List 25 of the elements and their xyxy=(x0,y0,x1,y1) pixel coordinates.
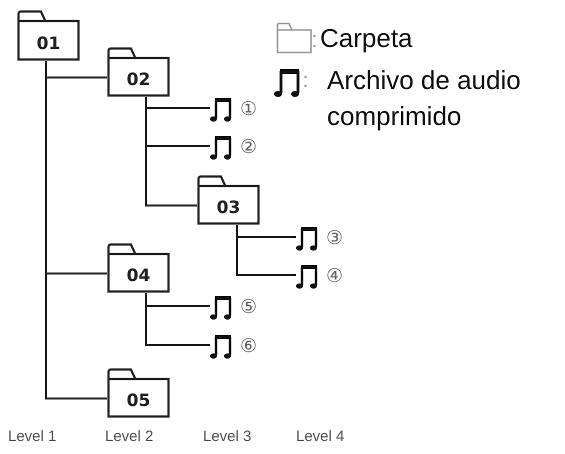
level-label: Level 2 xyxy=(105,428,154,445)
file-number: ④ xyxy=(326,265,343,289)
legend-text: Carpeta xyxy=(320,22,414,55)
tree-line xyxy=(145,293,210,346)
file-number: ③ xyxy=(326,227,343,251)
folder-icon xyxy=(107,368,170,418)
folder-number: 01 xyxy=(36,34,62,54)
folder-icon xyxy=(107,243,170,293)
level-label: Level 4 xyxy=(296,428,344,445)
file-number: ② xyxy=(240,136,257,160)
file-number: ① xyxy=(240,98,257,122)
folder-number: 03 xyxy=(216,198,242,218)
tree-line xyxy=(236,225,296,276)
folder-icon xyxy=(197,175,260,225)
folder-icon xyxy=(107,47,170,97)
folder-number: 05 xyxy=(126,391,152,411)
level-label: Level 1 xyxy=(8,428,56,445)
file-number: ⑤ xyxy=(240,296,257,320)
folder-number: 02 xyxy=(126,70,152,90)
folder-number: 04 xyxy=(126,266,152,286)
level-label: Level 3 xyxy=(203,428,252,445)
tree-line xyxy=(45,61,107,400)
file-number: ⑥ xyxy=(240,335,257,359)
legend-text: Archivo de audio comprimido xyxy=(327,64,522,133)
folder-icon xyxy=(17,10,80,61)
